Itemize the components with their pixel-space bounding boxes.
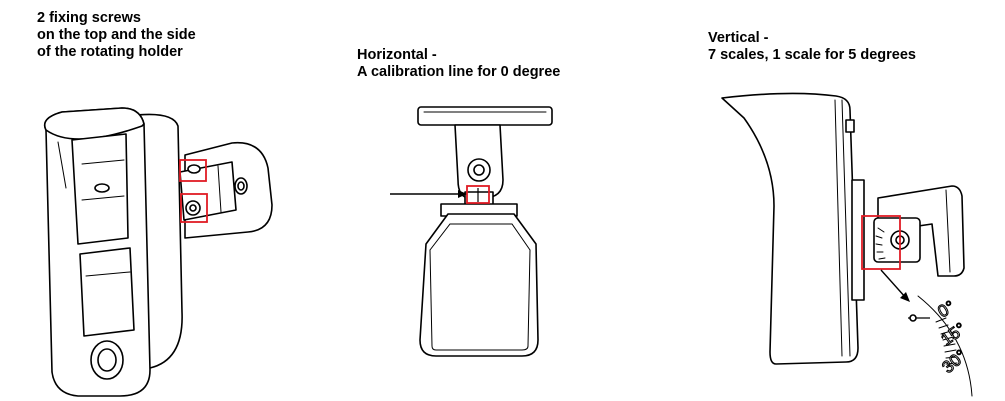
detector-perspective-view (43, 107, 273, 397)
housing-clip (845, 119, 855, 133)
caption-line: 7 scales, 1 scale for 5 degrees (708, 47, 916, 63)
back-plate (851, 179, 865, 301)
scale-label-15: 15° (937, 319, 969, 349)
scale-arc (917, 295, 973, 397)
caption-line: Horizontal - (357, 47, 437, 63)
camera-lens-inner (97, 348, 117, 372)
hood-edge (57, 141, 67, 189)
caption-line: Vertical - (708, 30, 769, 46)
highlight-calibration-line (466, 185, 490, 204)
mount-plate (417, 106, 553, 126)
scale-label-30: 30° (938, 346, 970, 377)
side-screw-head (189, 204, 197, 212)
bracket-edge (945, 189, 951, 273)
calibration-arrowhead (458, 190, 467, 198)
caption-vertical: Vertical - 7 scales, 1 scale for 5 degre… (708, 30, 916, 64)
caption-horizontal: Horizontal - A calibration line for 0 de… (357, 47, 560, 81)
highlight-top-screw (179, 159, 207, 182)
zoom-arrow-line (880, 269, 907, 299)
housing-edge (841, 99, 851, 357)
lower-lens-window (79, 247, 135, 337)
top-screw-icon (187, 164, 201, 174)
lens-line (81, 159, 125, 165)
holder-scale-marks (875, 227, 886, 260)
highlight-side-screw (180, 193, 208, 223)
scale-label-0: 0° (935, 297, 959, 322)
housing-body (419, 213, 539, 357)
pivot-screw-inner (473, 164, 485, 176)
scale-ticks (935, 317, 958, 365)
lens-line (81, 195, 125, 201)
caption-line: on the top and the side (37, 27, 196, 43)
zoom-arrowhead (900, 292, 910, 302)
led-window (94, 183, 110, 193)
housing-outline (429, 249, 531, 351)
housing-edge (834, 99, 843, 357)
caption-line: 2 fixing screws (37, 10, 141, 26)
highlight-angle-scale (861, 215, 901, 270)
wall-bracket (877, 185, 965, 277)
holder-edge (217, 165, 222, 213)
detector-side-view: 0° 15° 30° (721, 92, 973, 397)
caption-line: of the rotating holder (37, 44, 183, 60)
caption-fixing-screws: 2 fixing screws on the top and the side … (37, 10, 196, 61)
lens-line (85, 271, 131, 277)
bracket-hole-inner (237, 181, 245, 191)
housing-bevel (429, 223, 531, 251)
caption-line: A calibration line for 0 degree (357, 64, 561, 80)
housing-side-profile (721, 92, 859, 365)
detector-top-view (390, 106, 553, 357)
scale-pointer-pivot (909, 314, 917, 322)
